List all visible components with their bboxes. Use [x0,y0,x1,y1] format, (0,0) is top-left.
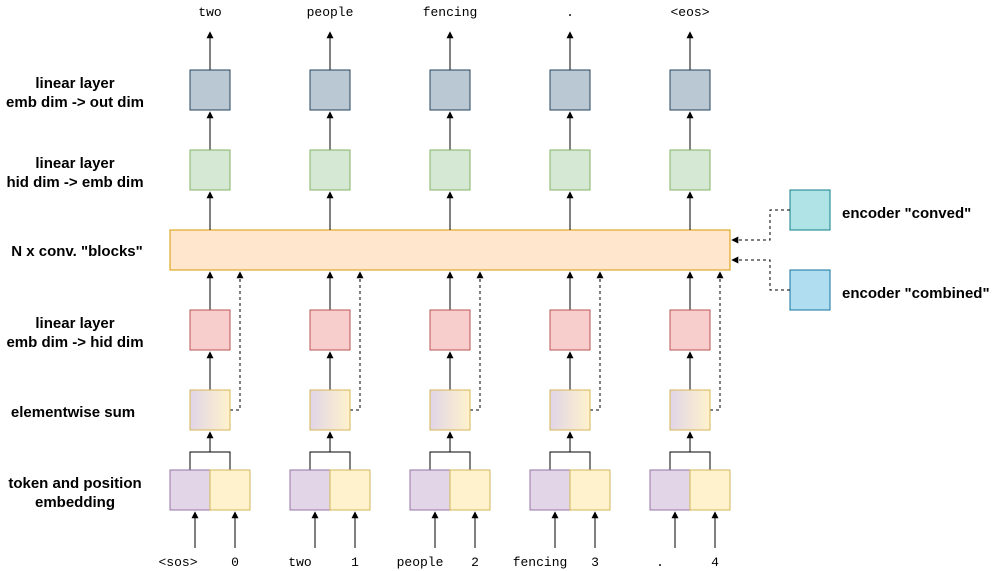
input-token-label: <sos> [158,555,197,570]
token-embedding-box [289,469,331,511]
elementwise-sum-box [549,389,591,431]
label-emb-linear-line2: hid dim -> emb dim [6,174,143,191]
label-out-linear-line2: emb dim -> out dim [6,94,144,111]
hid-linear-box [669,309,711,351]
encoder-conved-arrow [731,209,790,244]
token-embedding-box [169,469,211,511]
encoder-conved-label: encoder "conved" [842,205,971,222]
encoder-combined-label: encoder "combined" [842,285,990,302]
embedding-merge-bracket [669,451,711,470]
sum-skip-arrow [230,271,244,411]
output-token-label: two [198,5,221,20]
label-blocks: N x conv. "blocks" [11,243,142,260]
embedding-merge-bracket [549,451,591,470]
encoder-inputs: encoder "conved" encoder "combined" [731,189,990,311]
emb-linear-box [549,149,591,191]
hid-linear-box [309,309,351,351]
out-linear-box [549,69,591,111]
encoder-combined-arrow [731,256,790,291]
elementwise-sum-box [429,389,471,431]
label-emb-linear-line1: linear layer [35,155,114,172]
output-token-label: <eos> [670,5,709,20]
out-linear-box [429,69,471,111]
label-out-linear-line1: linear layer [35,75,114,92]
hid-linear-box [189,309,231,351]
sum-skip-arrow [470,271,484,411]
output-token-label: fencing [423,5,478,20]
encoder-conved-box [789,189,831,231]
elementwise-sum-box [669,389,711,431]
decoder-columns: two <sos> 0 people two 1 fencing people 2. fencin… [158,5,731,570]
input-token-label: two [288,555,311,570]
token-embedding-box [649,469,691,511]
label-embedding-line2: embedding [35,494,115,511]
embedding-merge-bracket [189,451,231,470]
input-token-label: fencing [513,555,568,570]
elementwise-sum-box [309,389,351,431]
position-embedding-box [209,469,251,511]
sum-skip-arrow [350,271,364,411]
input-position-label: 1 [351,555,359,570]
emb-linear-box [189,149,231,191]
out-linear-box [669,69,711,111]
position-embedding-box [449,469,491,511]
label-hid-linear-line1: linear layer [35,315,114,332]
sum-skip-arrow [710,271,724,411]
hid-linear-box [429,309,471,351]
input-position-label: 0 [231,555,239,570]
token-embedding-box [409,469,451,511]
label-hid-linear-line2: emb dim -> hid dim [6,334,143,351]
input-token-label: people [397,555,444,570]
output-token-label: . [566,5,574,20]
sum-skip-arrow [590,271,604,411]
output-token-label: people [307,5,354,20]
emb-linear-box [669,149,711,191]
input-position-label: 3 [591,555,599,570]
label-sum: elementwise sum [11,404,135,421]
input-position-label: 4 [711,555,719,570]
out-linear-box [189,69,231,111]
row-labels: linear layer emb dim -> out dim linear l… [6,75,144,511]
emb-linear-box [429,149,471,191]
position-embedding-box [329,469,371,511]
input-token-label: . [656,555,664,570]
emb-linear-box [309,149,351,191]
label-embedding-line1: token and position [8,475,141,492]
embedding-merge-bracket [309,451,351,470]
encoder-combined-box [789,269,831,311]
conv-blocks-bar [169,229,731,271]
embedding-merge-bracket [429,451,471,470]
hid-linear-box [549,309,591,351]
position-embedding-box [689,469,731,511]
token-embedding-box [529,469,571,511]
elementwise-sum-box [189,389,231,431]
input-position-label: 2 [471,555,479,570]
out-linear-box [309,69,351,111]
position-embedding-box [569,469,611,511]
